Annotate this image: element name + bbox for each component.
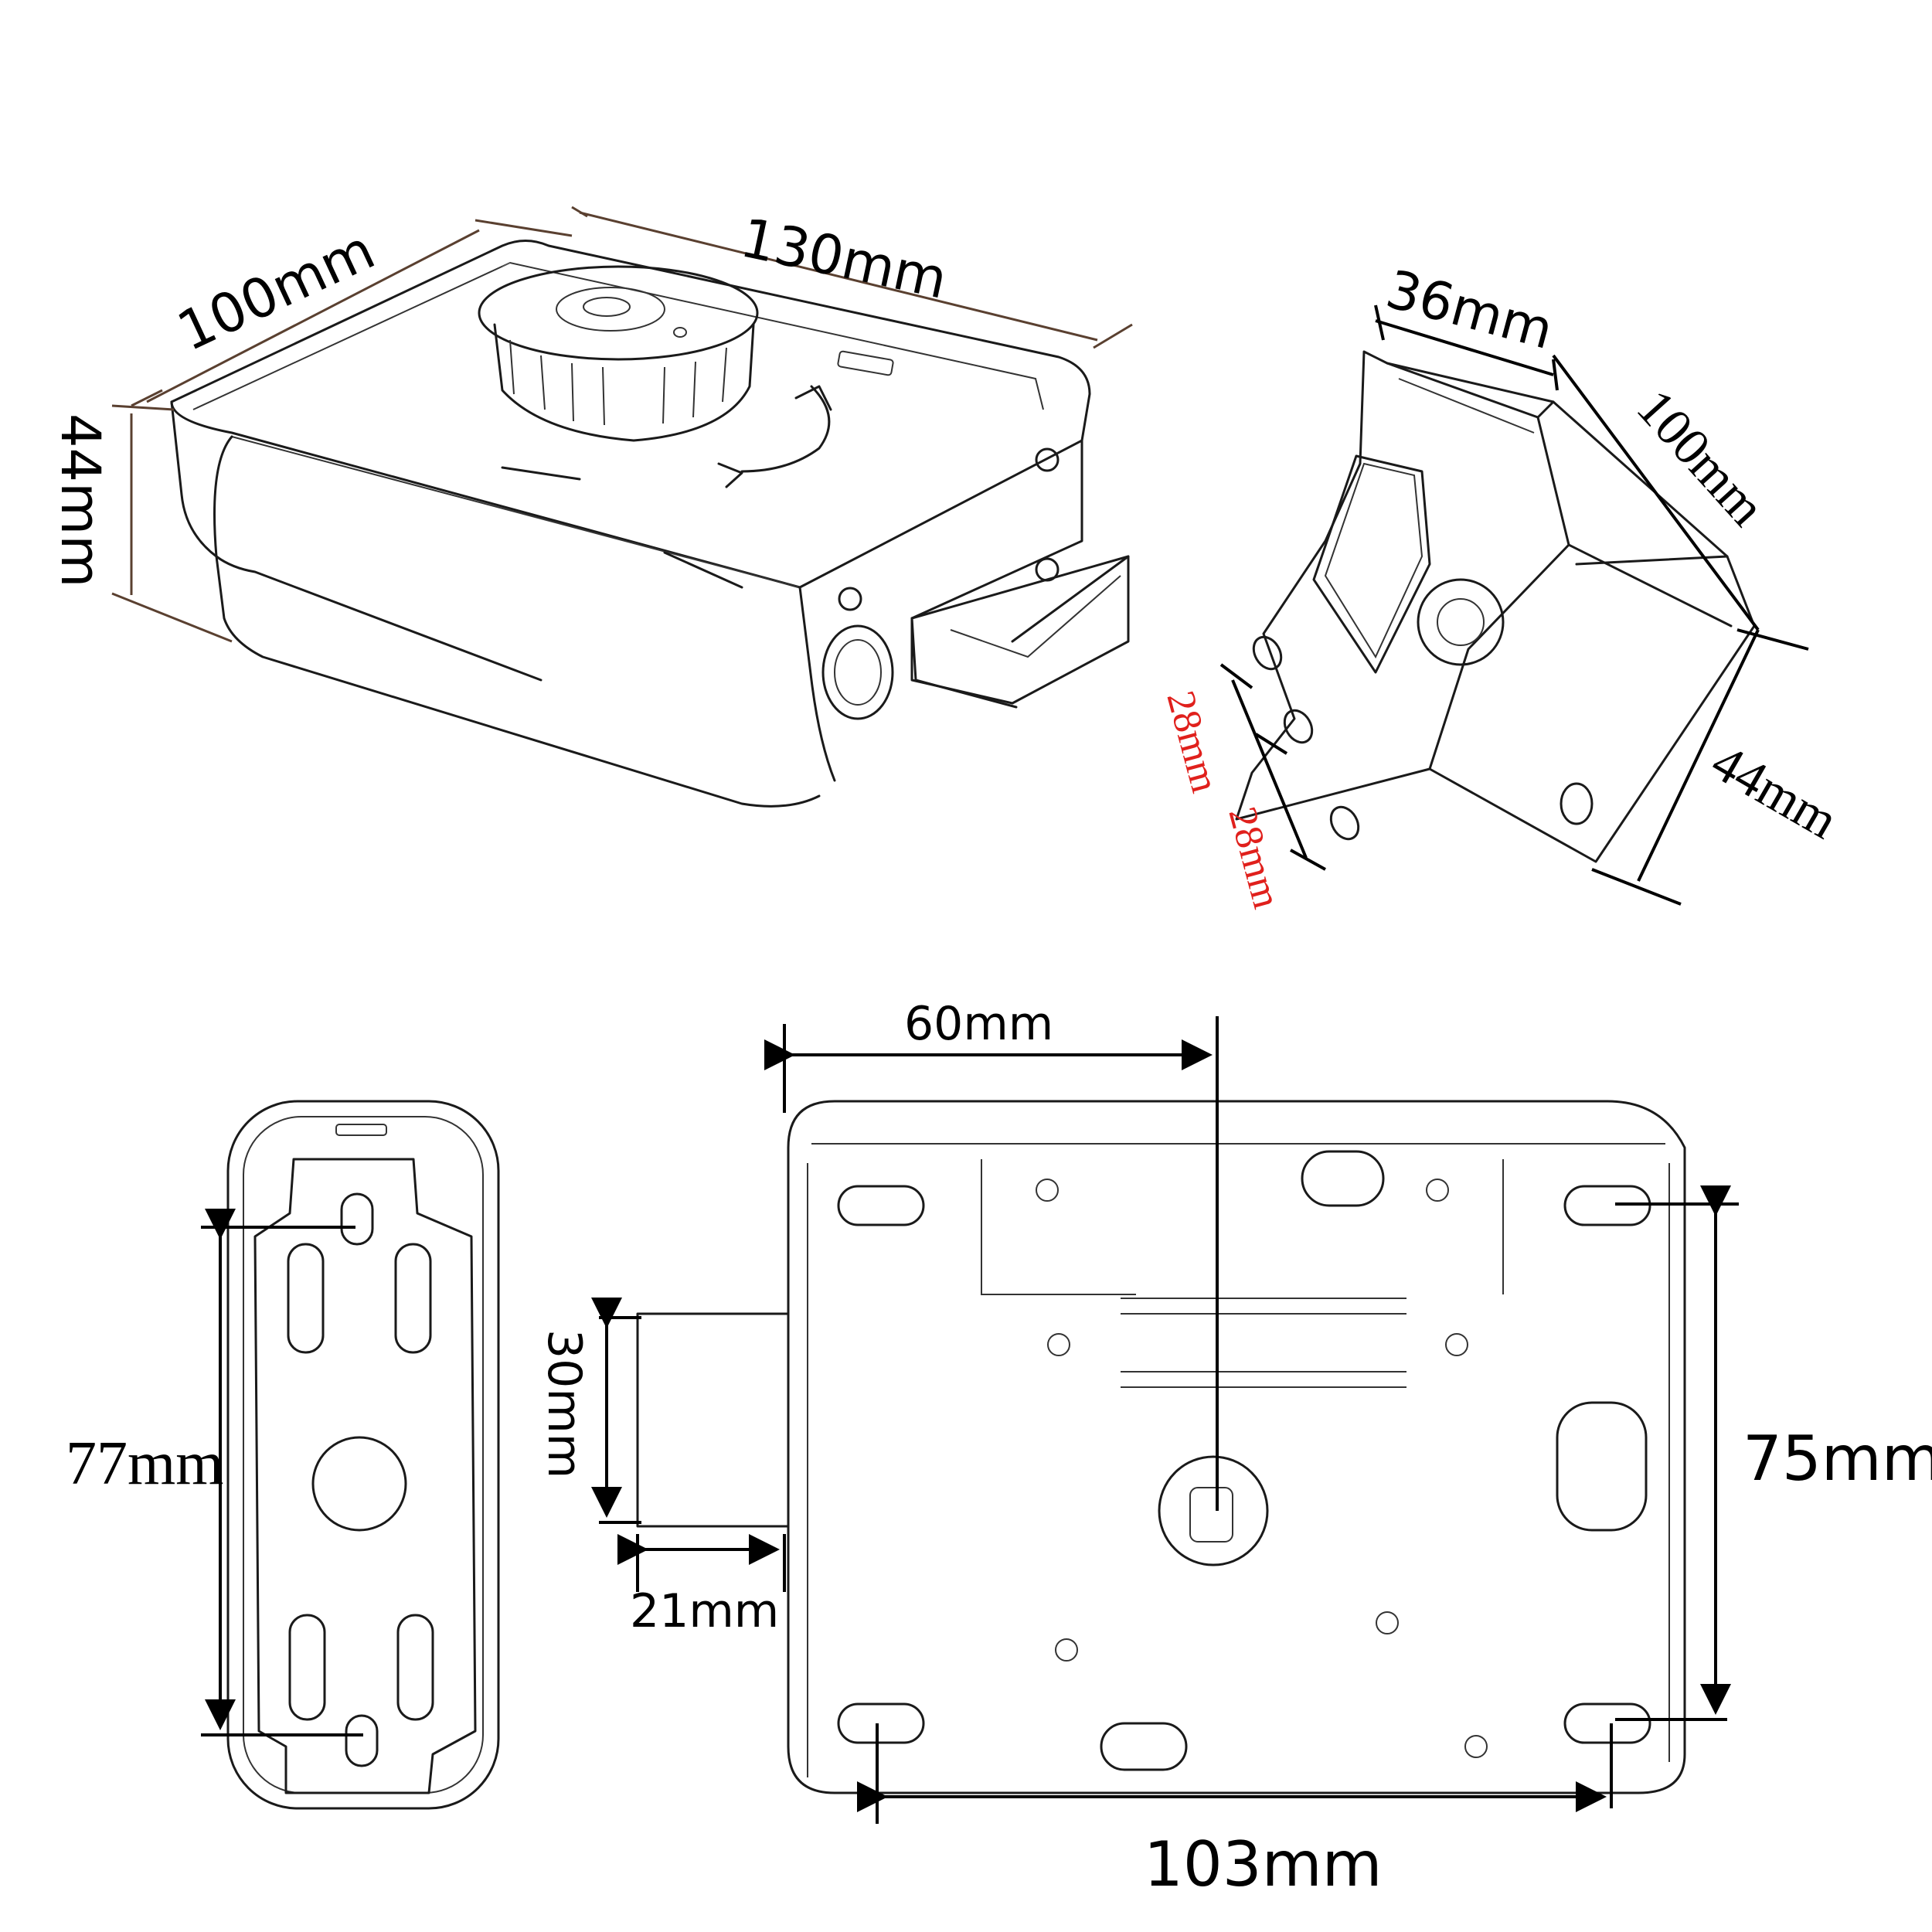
front-hole-height-label: 75mm <box>1743 1423 1932 1495</box>
back-plate-dims: 77mm <box>66 1209 363 1736</box>
side-iso-drawing <box>1235 350 1756 863</box>
hole-spacing-1-label: 28mm <box>1158 686 1226 797</box>
side-height-label: 44mm <box>1702 732 1849 850</box>
iso-width-label: 100mm <box>168 218 384 363</box>
front-view-dims: 60mm 75mm 103mm 30mm 21mm <box>537 997 1932 1900</box>
back-height-label: 77mm <box>66 1430 223 1498</box>
iso-lock-drawing <box>170 240 1130 808</box>
back-plate-drawing <box>226 1100 500 1810</box>
iso-dims: 100mm 130mm 44mm <box>49 206 1133 643</box>
hole-spacing-2-label: 28mm <box>1219 802 1288 913</box>
key-offset-label: 60mm <box>904 997 1053 1051</box>
side-depth-label: 36mm <box>1380 259 1560 362</box>
side-iso-dims: 36mm 100mm 44mm 28mm 28mm <box>1158 259 1848 913</box>
bolt-length-label: 21mm <box>630 1584 779 1638</box>
iso-length-label: 130mm <box>735 206 952 311</box>
side-width-label: 100mm <box>1626 378 1777 536</box>
front-view-drawing <box>636 1100 1686 1794</box>
front-hole-width-label: 103mm <box>1144 1828 1383 1900</box>
iso-height-label: 44mm <box>49 413 112 587</box>
bolt-height-label: 30mm <box>537 1329 591 1478</box>
